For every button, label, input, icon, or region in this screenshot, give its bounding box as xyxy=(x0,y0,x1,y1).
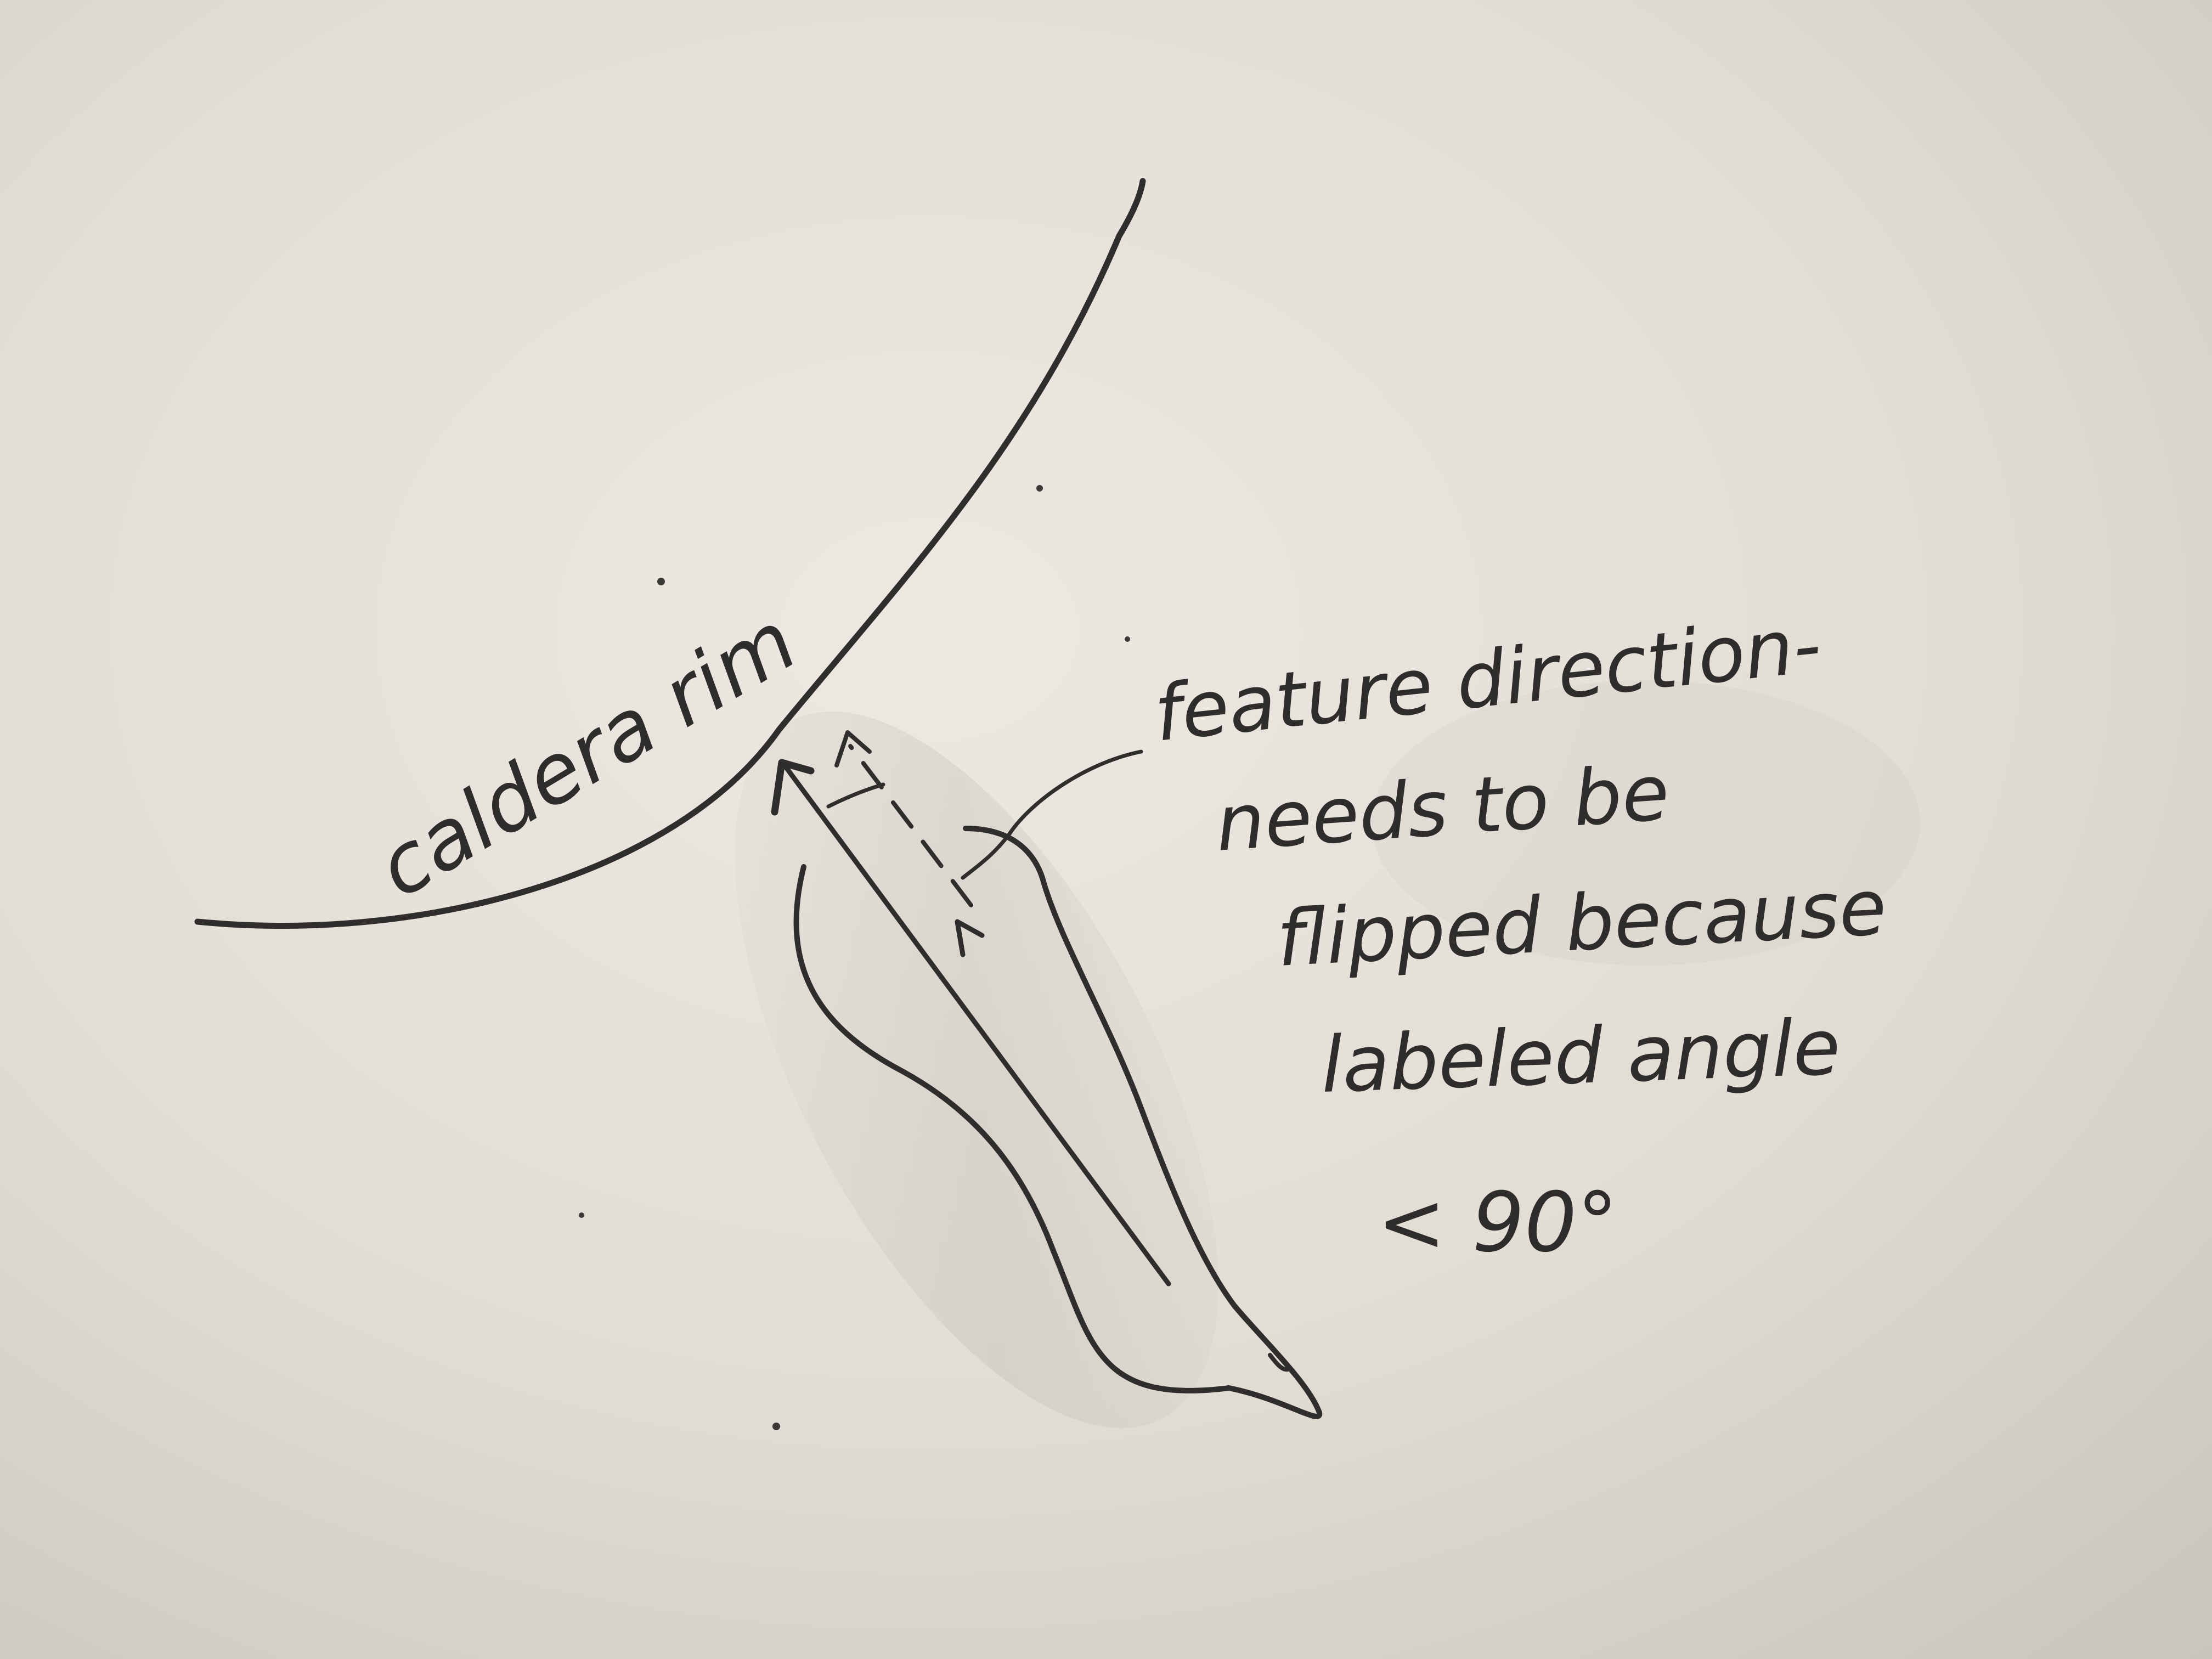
pencil-dot xyxy=(772,1423,780,1430)
annotation-leader-line xyxy=(961,749,1143,880)
pencil-smudge xyxy=(735,711,1218,1429)
pencil-dot xyxy=(1036,485,1043,492)
note-line-4: labeled angle xyxy=(1319,1003,1842,1110)
arrowhead-top-icon xyxy=(771,759,815,816)
caldera-rim-line xyxy=(194,178,1146,929)
feature-outline xyxy=(793,826,1323,1419)
dashed-arrowhead-icon xyxy=(834,730,872,768)
note-line-5: < 90° xyxy=(1377,1175,1618,1271)
pencil-dot xyxy=(579,1212,584,1218)
pencil-smudge xyxy=(1372,680,1920,966)
pencil-dot xyxy=(1125,636,1130,642)
dashed-direction-arrow xyxy=(848,744,973,907)
angle-arc xyxy=(826,782,885,809)
feature-tip-detail xyxy=(1268,1353,1291,1372)
feature-direction-arrow xyxy=(782,763,1171,1286)
pencil-dot xyxy=(657,578,665,585)
arrowhead-mid-icon xyxy=(955,919,985,957)
